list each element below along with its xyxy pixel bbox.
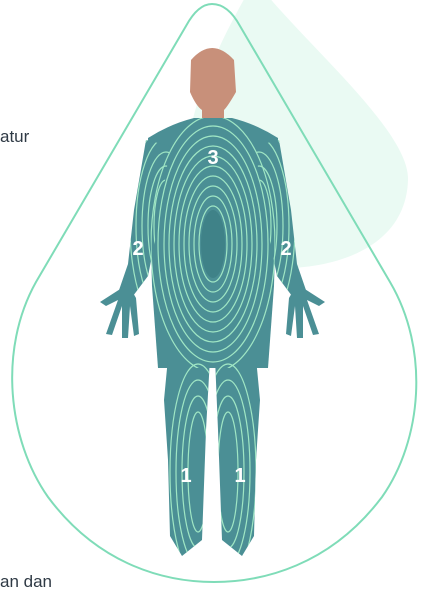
torso-core [201,210,225,278]
zone-label-right-arm: 2 [280,238,291,260]
zone-label-right-leg: 1 [234,465,245,487]
zone-label-left-leg: 1 [180,465,191,487]
zone-label-torso: 3 [207,147,218,169]
zone-label-left-arm: 2 [132,238,143,260]
